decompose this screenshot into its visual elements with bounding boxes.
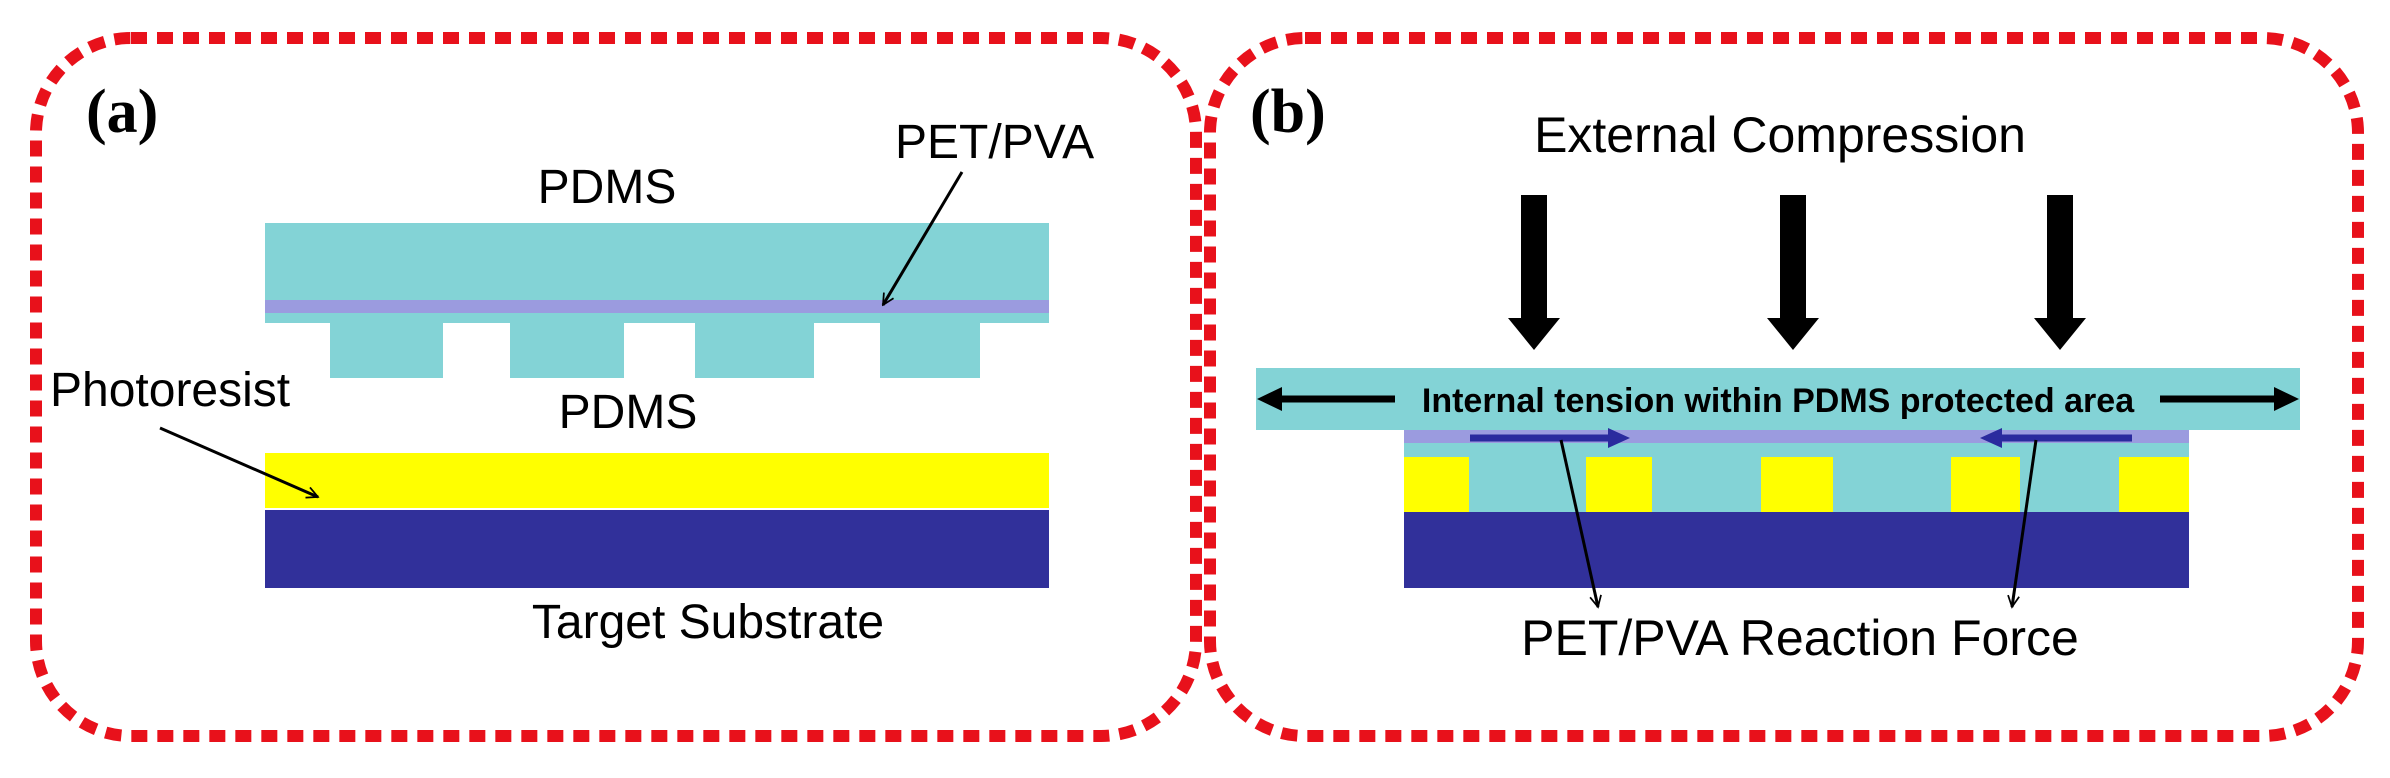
reaction-arrow-right bbox=[1470, 428, 1630, 448]
label-photoresist: Photoresist bbox=[50, 364, 290, 417]
label-pdms-top: PDMS bbox=[538, 161, 677, 214]
pdms-stamp-post bbox=[510, 323, 624, 378]
pdms-slab bbox=[1256, 368, 2300, 430]
photoresist-block bbox=[2119, 457, 2189, 512]
target-substrate-layer bbox=[265, 510, 1049, 588]
pdms-stamp-post bbox=[880, 323, 980, 378]
pdms-stamp-post bbox=[330, 323, 443, 378]
panel-a-frame bbox=[30, 32, 1202, 742]
label-pet-pva: PET/PVA bbox=[895, 116, 1094, 169]
pet-pva-layer bbox=[265, 300, 1049, 313]
label-pdms-middle: PDMS bbox=[559, 386, 698, 439]
tension-arrow-left bbox=[1257, 387, 1395, 411]
photoresist-block bbox=[1761, 457, 1833, 512]
compression-arrow bbox=[1508, 195, 1560, 350]
label-internal-tension: Internal tension within PDMS protected a… bbox=[1422, 382, 2135, 420]
compression-arrow bbox=[2034, 195, 2086, 350]
photoresist-block bbox=[1404, 457, 1469, 512]
panel-a-tag: (a) bbox=[86, 78, 158, 146]
label-external-compression: External Compression bbox=[1534, 107, 2026, 163]
pet-pva-pointer-arrow bbox=[881, 171, 964, 305]
photoresist-block bbox=[1586, 457, 1652, 512]
reaction-pointer-arrow bbox=[1559, 439, 1598, 607]
panel-b: (b) External Compression Internal tensio… bbox=[1204, 32, 2364, 742]
panel-a: (a) PDMS PET/PVA Photoresist PDMS Target… bbox=[30, 32, 1202, 742]
compression-arrow bbox=[1767, 195, 1819, 350]
pdms-stamp-post bbox=[695, 323, 814, 378]
tension-arrow-right bbox=[2160, 387, 2299, 411]
label-reaction-force: PET/PVA Reaction Force bbox=[1521, 610, 2079, 666]
reaction-arrow-left bbox=[1980, 428, 2132, 448]
panel-b-frame bbox=[1204, 32, 2364, 742]
target-substrate-layer bbox=[1404, 512, 2189, 588]
reaction-pointer-arrow bbox=[2012, 439, 2038, 607]
photoresist-layer bbox=[265, 453, 1049, 508]
photoresist-block bbox=[1951, 457, 2020, 512]
label-target-substrate: Target Substrate bbox=[532, 596, 884, 649]
panel-b-tag: (b) bbox=[1250, 78, 1326, 146]
photoresist-pointer-arrow bbox=[159, 426, 318, 497]
